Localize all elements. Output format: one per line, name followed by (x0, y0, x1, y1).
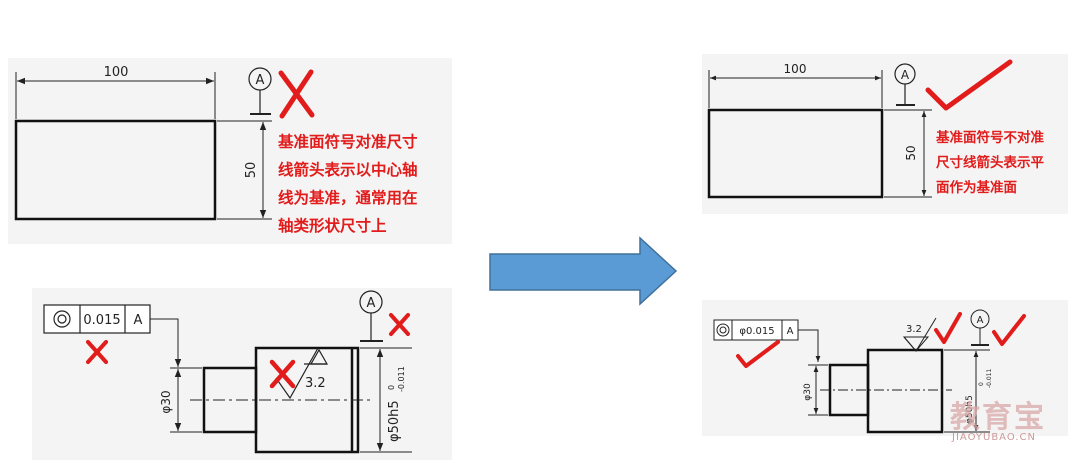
wrong-mark-icon (389, 313, 410, 336)
plate-outline (707, 108, 884, 199)
tol-lower-text: -0.011 (986, 368, 993, 388)
datum-label: A (901, 68, 910, 82)
datum-label: A (256, 73, 265, 88)
concentricity-icon (53, 310, 71, 328)
tol-upper-text: 0 (978, 382, 985, 386)
dia-large-text: φ50h5 (965, 395, 975, 424)
roughness-symbol (902, 336, 930, 352)
right-bottom-drawing: φ0.015 A φ30 φ50h5 0 -0.011 3.2 A (713, 309, 1026, 434)
tol-lower-text: -0.011 (397, 366, 406, 392)
height-dimension-text: 50 (904, 145, 918, 160)
watermark-logo: 教育宝 (950, 400, 1046, 435)
panel-right-top (702, 54, 1068, 214)
left-bottom-drawing: 0.015 A φ30 φ50h5 0 -0.011 A (43, 290, 412, 454)
roughness-symbol (275, 347, 319, 400)
tolerance-datum: A (134, 313, 143, 328)
dia-small-text: φ30 (159, 390, 173, 413)
width-dimension-text: 100 (784, 62, 807, 76)
height-dimension-text: 50 (244, 162, 259, 179)
correct-check-icon (992, 314, 1026, 346)
datum-label: A (367, 296, 376, 311)
right-arrow-icon (489, 236, 678, 306)
right-top-drawing: 100 50 A (707, 59, 1013, 199)
panel-left-top (8, 58, 452, 244)
wrong-mark-icon (278, 69, 315, 119)
watermark-url: JIAOYUBAO.CN (952, 432, 1036, 443)
correct-check-icon (934, 312, 962, 344)
tolerance-datum: A (787, 326, 794, 337)
tolerance-value: φ0.015 (739, 326, 774, 337)
correct-check-icon (736, 340, 780, 368)
tol-upper-text: 0 (387, 385, 396, 390)
concentricity-icon (716, 323, 730, 337)
left-top-note: 基准面符号对准尺寸 线箭头表示以中心轴 线为基准，通常用在 轴类形状尺寸上 (278, 133, 418, 235)
plate-outline (14, 119, 217, 221)
wrong-mark-icon (269, 359, 296, 389)
left-top-drawing: 100 50 A (14, 65, 315, 221)
right-top-note: 基准面符号不对准 尺寸线箭头表示平 面作为基准面 (936, 130, 1044, 196)
width-dimension-text: 100 (104, 65, 129, 80)
correct-check-icon (925, 59, 1013, 111)
roughness-value: 3.2 (305, 376, 326, 391)
roughness-value: 3.2 (906, 324, 922, 335)
wrong-mark-icon (86, 340, 108, 364)
datum-label: A (977, 315, 984, 326)
tolerance-value: 0.015 (83, 313, 120, 328)
dia-small-text: φ30 (803, 383, 813, 401)
tolerance-frame (43, 304, 151, 334)
dia-large-text: φ50h5 (387, 400, 402, 442)
